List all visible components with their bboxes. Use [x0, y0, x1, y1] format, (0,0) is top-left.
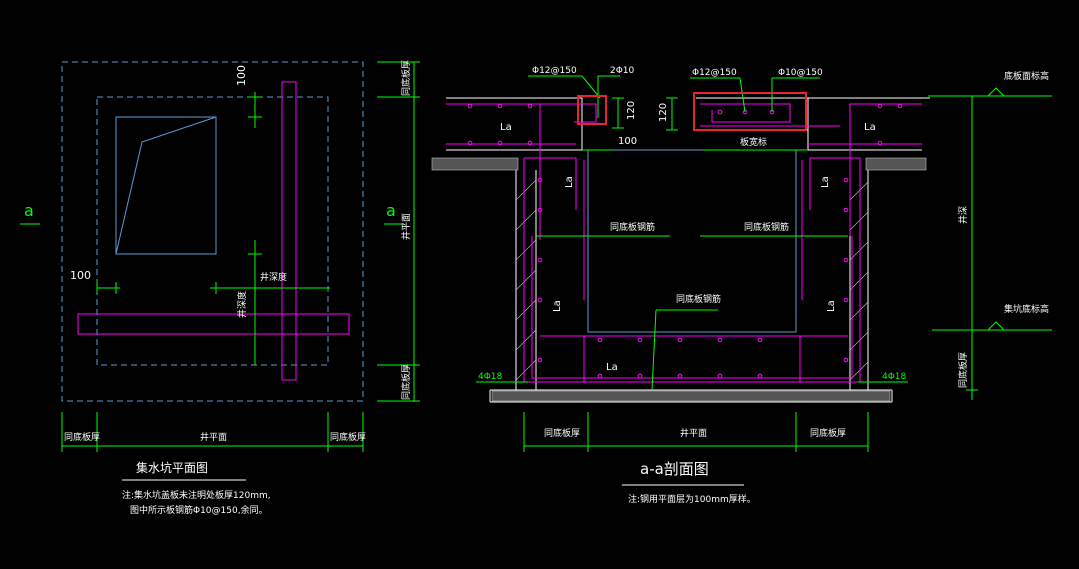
section-top-rebar-right1: Φ12@150	[692, 68, 737, 78]
section-la-bottom: La	[606, 362, 618, 373]
section-dim-120-right: 120	[658, 103, 669, 122]
plan-pit-diagonal	[115, 116, 217, 255]
plan-title: 集水坑平面图	[136, 460, 208, 475]
section-right-bottom: 同底板厚	[957, 352, 969, 388]
plan-outer-dashed	[61, 61, 364, 402]
section-right-depth: 井深	[957, 206, 969, 224]
section-top-rebar-mid: 2Φ10	[610, 66, 635, 76]
plan-pit-opening	[115, 116, 217, 255]
plan-bottom-right: 同底板厚	[330, 431, 366, 443]
plan-label-slab-top: 同底板厚	[400, 60, 412, 96]
section-bottom-right: 同底板厚	[810, 427, 846, 439]
plan-note-line2: 图中所示板钢筋Φ10@150,余同。	[130, 504, 268, 516]
plan-view: a a 100 100 井深度 井深度 井平面 同底板厚 同底板厚 同底板厚 井…	[20, 60, 420, 516]
section-right-top-label: 底板面标高	[1004, 70, 1049, 82]
plan-note-line1: 注:集水坑盖板未注明处板厚120mm,	[122, 489, 271, 501]
section-bar-left: 4Φ18	[478, 372, 503, 382]
section-pit-inner	[587, 149, 797, 333]
section-cover-label: 板宽标	[740, 136, 767, 148]
plan-bottom-mid: 井平面	[200, 431, 227, 443]
bedding-bottom	[491, 390, 891, 402]
plan-inner-dashed	[96, 96, 329, 366]
section-bottom-mid: 井平面	[680, 427, 707, 439]
section-dim-120-left: 120	[626, 101, 637, 120]
section-la-low-left: La	[552, 300, 563, 312]
plan-label-pit-depth-v: 井深度	[236, 291, 248, 318]
plan-dim-100-top: 100	[235, 65, 248, 86]
section-la-top-right: La	[864, 122, 876, 133]
plan-bottom-left: 同底板厚	[64, 431, 100, 443]
section-la-wall-right: La	[820, 176, 831, 188]
section-bar-right: 4Φ18	[882, 372, 907, 382]
bedding-left	[431, 157, 519, 171]
plan-label-well-plane-v: 井平面	[400, 213, 412, 240]
section-la-top-left: La	[500, 122, 512, 133]
highlight-box-left	[577, 95, 607, 125]
section-la-wall-left: La	[564, 176, 575, 188]
plan-section-mark-left: a	[24, 201, 34, 220]
section-rebar-note-right: 同底板钢筋	[744, 221, 789, 233]
section-top-rebar-right2: Φ10@150	[778, 68, 823, 78]
section-rebar-note-left: 同底板钢筋	[610, 221, 655, 233]
section-view: Φ12@150 2Φ10 Φ12@150 Φ10@150 120 120 100…	[431, 66, 1052, 505]
plan-rebar-vertical	[281, 81, 297, 381]
section-rebar-note-bottom: 同底板钢筋	[676, 293, 721, 305]
plan-section-mark-right: a	[386, 201, 396, 220]
plan-rebar-horizontal	[77, 313, 350, 335]
section-dim-100: 100	[618, 136, 637, 147]
plan-label-slab-bottom: 同底板厚	[400, 364, 412, 400]
plan-label-pit-depth: 井深度	[260, 271, 287, 283]
bedding-right	[865, 157, 927, 171]
plan-dim-100-left: 100	[70, 269, 91, 282]
highlight-box-right	[693, 92, 807, 131]
section-note: 注:钢用平面层为100mm厚样。	[628, 493, 756, 505]
section-right-mid-label: 集坑底标高	[1004, 303, 1049, 315]
section-top-rebar-left: Φ12@150	[532, 66, 577, 76]
section-bottom-left: 同底板厚	[544, 427, 580, 439]
section-la-low-right: La	[826, 300, 837, 312]
section-title: a-a剖面图	[640, 460, 709, 478]
